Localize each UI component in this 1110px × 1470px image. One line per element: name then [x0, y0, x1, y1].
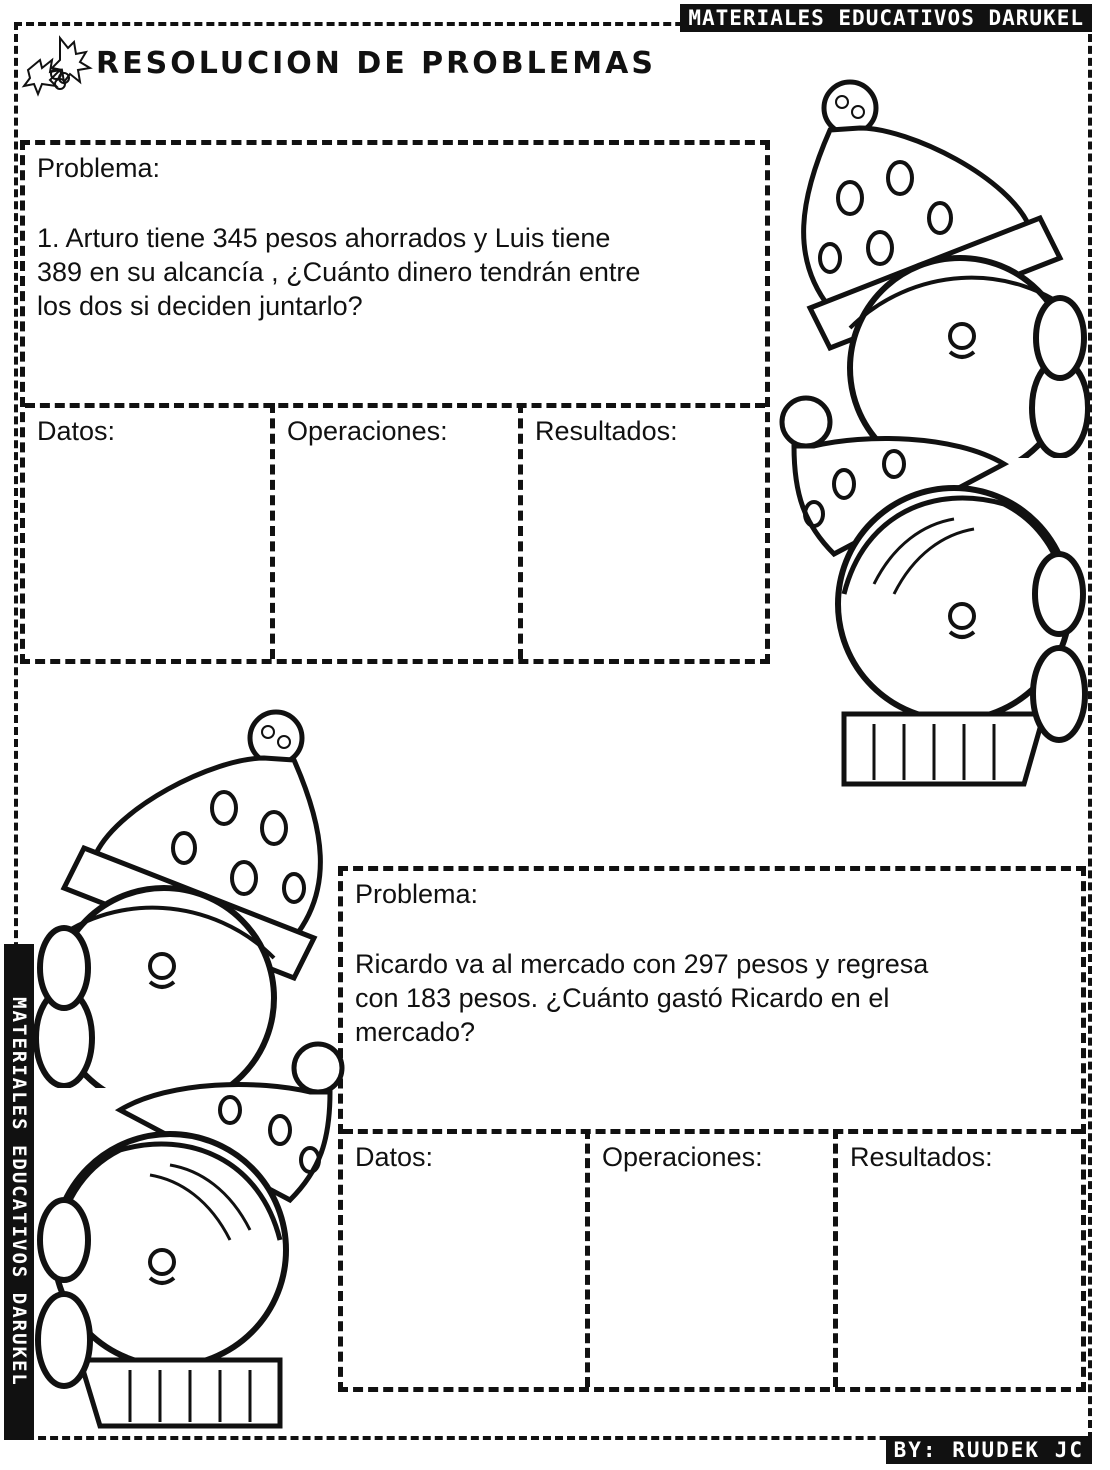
- operaciones-label: Operaciones:: [602, 1142, 763, 1172]
- problem-text-line: mercado?: [355, 1017, 476, 1047]
- brand-banner-bottom: BY: RUUDEK JC: [885, 1436, 1092, 1464]
- datos-cell[interactable]: Datos:: [343, 1134, 585, 1387]
- datos-label: Datos:: [37, 416, 116, 446]
- elf-boy-icon: [34, 709, 323, 1088]
- resultados-cell[interactable]: Resultados:: [523, 408, 765, 659]
- resultados-label: Resultados:: [850, 1142, 993, 1172]
- problem-text-line: los dos si deciden juntarlo?: [37, 291, 363, 321]
- page-title: RESOLUCION DE PROBLEMAS: [96, 46, 656, 81]
- section-divider: [25, 403, 765, 408]
- resultados-label: Resultados:: [535, 416, 678, 446]
- elf-girl-icon: [35, 1041, 345, 1429]
- column-divider: [518, 403, 523, 659]
- resultados-cell[interactable]: Resultados:: [838, 1134, 1081, 1387]
- holly-icon: [21, 35, 93, 97]
- problem-text-line: 389 en su alcancía , ¿Cuánto dinero tend…: [37, 257, 641, 287]
- problem-text: Ricardo va al mercado con 297 pesos y re…: [355, 947, 1075, 1049]
- brand-banner-side-text: MATERIALES EDUCATIVOS DARUKEL: [8, 997, 30, 1387]
- datos-label: Datos:: [355, 1142, 434, 1172]
- brand-banner-side: MATERIALES EDUCATIVOS DARUKEL: [4, 944, 34, 1440]
- operaciones-cell[interactable]: Operaciones:: [275, 408, 518, 659]
- elf-girl-icon: [779, 395, 1088, 787]
- datos-cell[interactable]: Datos:: [25, 408, 270, 659]
- page-frame: [14, 22, 1092, 1440]
- problem-box-2: Problema: Ricardo va al mercado con 297 …: [338, 866, 1086, 1392]
- problem-text-line: 1. Arturo tiene 345 pesos ahorrados y Lu…: [37, 223, 611, 253]
- problem-label: Problema:: [37, 153, 161, 183]
- column-divider: [833, 1129, 838, 1387]
- problem-label: Problema:: [355, 879, 479, 909]
- section-divider: [343, 1129, 1081, 1134]
- problem-text-line: Ricardo va al mercado con 297 pesos y re…: [355, 949, 929, 979]
- column-divider: [585, 1129, 590, 1387]
- operaciones-cell[interactable]: Operaciones:: [590, 1134, 833, 1387]
- operaciones-label: Operaciones:: [287, 416, 448, 446]
- problem-text-line: con 183 pesos. ¿Cuánto gastó Ricardo en …: [355, 983, 890, 1013]
- elf-boy-icon: [801, 79, 1090, 458]
- brand-banner-top: MATERIALES EDUCATIVOS DARUKEL: [680, 4, 1092, 32]
- problem-text: 1. Arturo tiene 345 pesos ahorrados y Lu…: [37, 221, 757, 323]
- column-divider: [270, 403, 275, 659]
- problem-box-1: Problema: 1. Arturo tiene 345 pesos ahor…: [20, 140, 770, 664]
